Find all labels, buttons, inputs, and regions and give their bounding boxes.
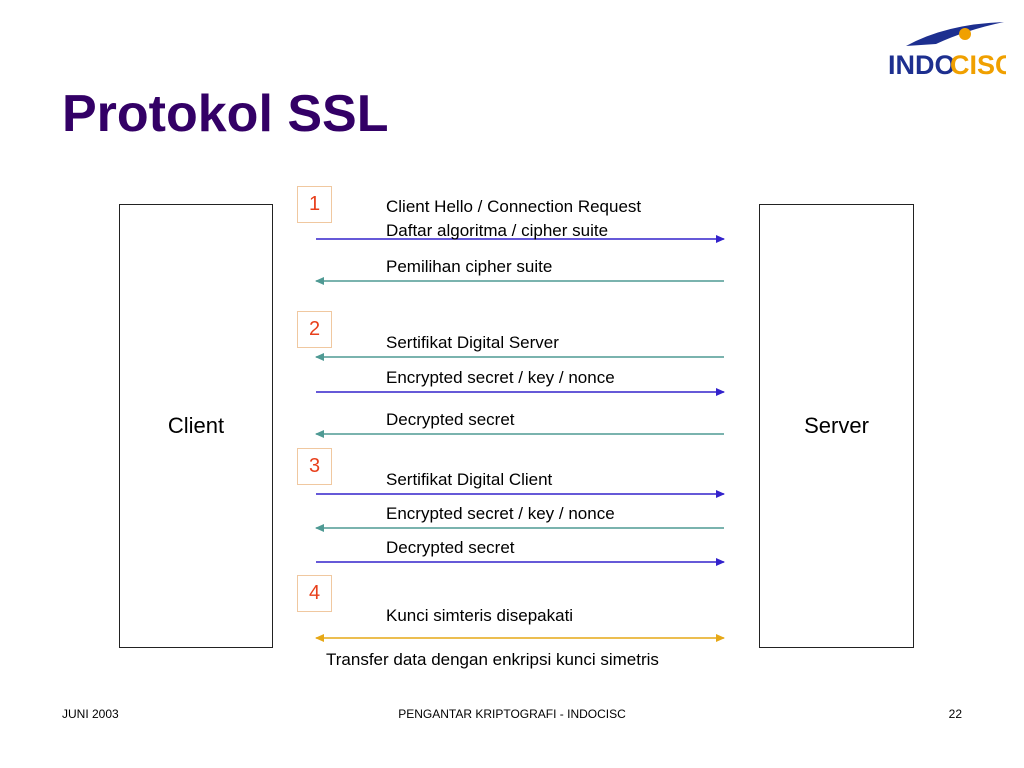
slide-title: Protokol SSL bbox=[62, 85, 389, 143]
message-server-cert: Sertifikat Digital Server bbox=[386, 333, 559, 352]
message-encrypted-secret-1: Encrypted secret / key / nonce bbox=[386, 368, 615, 387]
message-decrypted-secret-2: Decrypted secret bbox=[386, 538, 515, 557]
server-label: Server bbox=[804, 413, 869, 438]
message-cipher-list: Daftar algoritma / cipher suite bbox=[386, 221, 609, 240]
message-symmetric-key: Kunci simteris disepakati bbox=[386, 606, 574, 625]
logo-text-cisc: CISC bbox=[950, 50, 1006, 80]
footer-course-title: PENGANTAR KRIPTOGRAFI - INDOCISC bbox=[398, 707, 626, 721]
message-symmetric-transfer: Transfer data dengan enkripsi kunci sime… bbox=[326, 650, 659, 669]
logo-text-indo: INDO bbox=[888, 50, 956, 80]
indocisc-logo: INDO CISC bbox=[886, 18, 1015, 80]
indocisc-logo-icon: INDO CISC bbox=[888, 22, 1015, 80]
message-decrypted-secret-1: Decrypted secret bbox=[386, 410, 515, 429]
client-label: Client bbox=[167, 413, 225, 438]
footer-date: JUNI 2003 bbox=[62, 707, 119, 721]
step-3-badge: 3 bbox=[297, 448, 332, 485]
message-client-hello: Client Hello / Connection Request bbox=[386, 197, 642, 216]
server-box: Server bbox=[759, 204, 914, 648]
step-2-badge: 2 bbox=[297, 311, 332, 348]
message-cipher-choice: Pemilihan cipher suite bbox=[386, 257, 553, 276]
footer-page-number: 22 bbox=[948, 707, 962, 721]
message-client-cert: Sertifikat Digital Client bbox=[386, 470, 553, 489]
step-1-badge: 1 bbox=[297, 186, 332, 223]
message-encrypted-secret-2: Encrypted secret / key / nonce bbox=[386, 504, 615, 523]
step-4-badge: 4 bbox=[297, 575, 332, 612]
client-box: Client bbox=[119, 204, 273, 648]
